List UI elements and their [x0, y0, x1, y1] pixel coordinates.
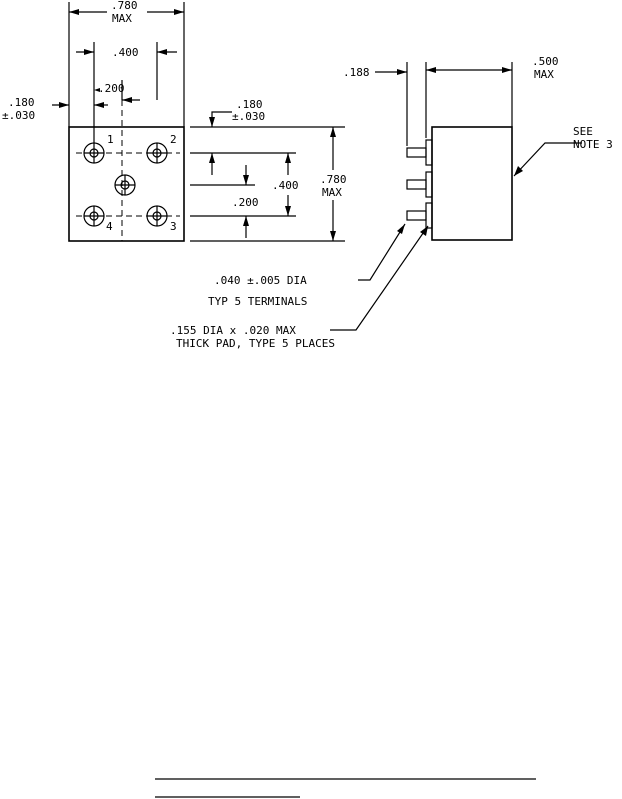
terminal-diameter-callout: .040 ±.005 DIA [214, 274, 307, 287]
width-dimension-label: .780 [111, 0, 138, 12]
height-max-label: MAX [322, 186, 342, 199]
pin-4-label: 4 [106, 220, 113, 233]
callouts: .040 ±.005 DIA TYP 5 TERMINALS .155 DIA … [170, 223, 429, 350]
terminal-top [406, 147, 427, 158]
note-label-line1: SEE [573, 125, 593, 138]
depth-dimension-label: .500 [532, 55, 559, 68]
pin-2 [146, 142, 168, 164]
edge-offset-label: .180 [8, 96, 35, 109]
pin-4 [83, 205, 105, 227]
vertical-dimensions: .180 ±.030 .400 .200 .780 MAX [190, 98, 347, 242]
vertical-spacing-label: .400 [272, 179, 299, 192]
half-spacing-label: .200 [232, 196, 259, 209]
pad-callout-line2: THICK PAD, TYPE 5 PLACES [176, 337, 335, 350]
height-dimension-label: .780 [320, 173, 347, 186]
width-max-label: MAX [112, 12, 132, 25]
top-offset-label: .180 [236, 98, 263, 111]
pad-bottom [425, 202, 433, 229]
depth-max-label: MAX [534, 68, 554, 81]
pin-1 [83, 142, 105, 164]
pin-3 [146, 205, 168, 227]
pin-2-label: 2 [170, 133, 177, 146]
terminal-bottom [406, 210, 427, 221]
top-view: 1 2 3 4 .780 MAX .400 .200 .180 ±.0 [2, 0, 185, 242]
terminal-count-callout: TYP 5 TERMINALS [208, 295, 307, 308]
note-label-line2: NOTE 3 [573, 138, 613, 151]
side-view: .188 .500 MAX SEE NOTE 3 [343, 55, 613, 241]
pin-3-label: 3 [170, 220, 177, 233]
top-offset-tolerance: ±.030 [232, 110, 265, 123]
center-offset-label: .200 [98, 82, 125, 95]
pin-spacing-label: .400 [112, 46, 139, 59]
pin-center [114, 174, 136, 196]
top-view-body-outline [68, 126, 185, 242]
edge-offset-tolerance: ±.030 [2, 109, 35, 122]
pad-top [425, 139, 433, 166]
pad-middle [425, 171, 433, 198]
pad-width-label: .188 [343, 66, 370, 79]
pin-1-label: 1 [107, 133, 114, 146]
pad-callout-line1: .155 DIA x .020 MAX [170, 324, 296, 337]
terminal-middle [406, 179, 427, 190]
side-view-body-outline [431, 126, 513, 241]
